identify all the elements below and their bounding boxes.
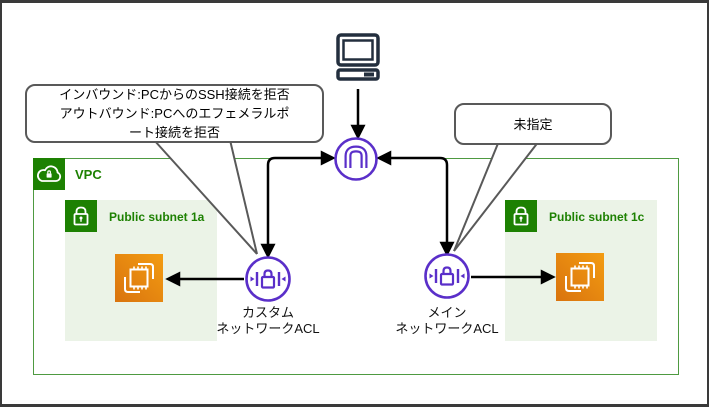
subnet-lock-icon-1a — [65, 200, 97, 232]
main-acl-label-line1: メイン — [427, 305, 467, 320]
subnet-1a-label: Public subnet 1a — [109, 210, 205, 224]
vpc-cloud-lock-icon — [33, 158, 65, 190]
subnet-lock-icon-1c — [505, 200, 537, 232]
arrow-pc-to-gateway — [350, 89, 366, 140]
main-acl-label: メイン ネットワークACL — [367, 305, 527, 337]
unspecified-callout: 未指定 — [454, 103, 612, 145]
acl-rules-callout: インバウンド:PCからのSSH接続を拒否 アウトバウンド:PCへのエフェメラルポ… — [25, 84, 324, 143]
network-acl-icon-custom — [245, 256, 291, 302]
internet-gateway-icon — [334, 137, 378, 181]
main-acl-label-line2: ネットワークACL — [395, 321, 499, 336]
unspecified-callout-text: 未指定 — [513, 116, 553, 132]
network-acl-icon-main — [424, 253, 470, 299]
custom-acl-label-line1: カスタム — [241, 305, 294, 320]
acl-rules-callout-line3: ート接続を拒否 — [128, 125, 220, 140]
vpc-label: VPC — [75, 167, 102, 182]
custom-acl-label: カスタム ネットワークACL — [188, 305, 348, 337]
ec2-instance-icon-1c — [556, 253, 604, 301]
acl-rules-callout-line1: インバウンド:PCからのSSH接続を拒否 — [59, 87, 290, 102]
custom-acl-label-line2: ネットワークACL — [216, 321, 320, 336]
desktop-computer-icon — [330, 31, 386, 83]
acl-rules-callout-line2: アウトバウンド:PCへのエフェメラルポ — [59, 106, 290, 121]
ec2-instance-icon-1a — [115, 254, 163, 302]
subnet-1c-label: Public subnet 1c — [549, 210, 645, 224]
